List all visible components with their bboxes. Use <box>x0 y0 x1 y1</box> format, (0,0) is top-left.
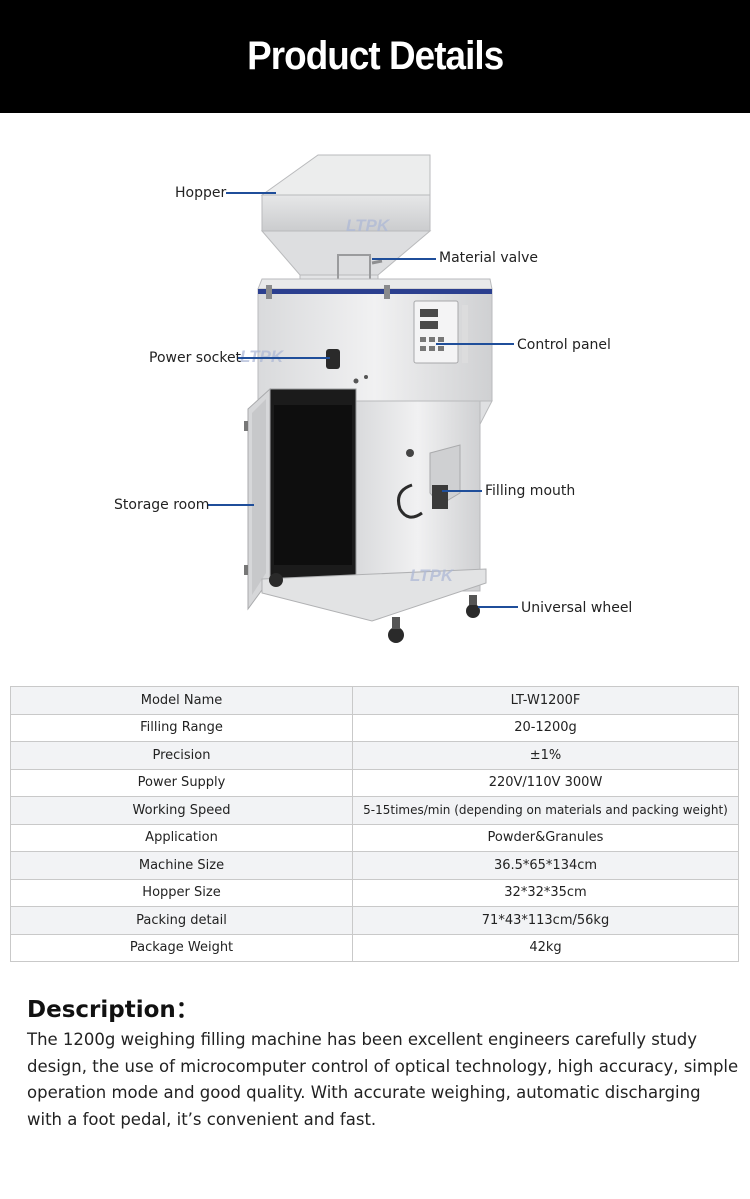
spec-value: LT-W1200F <box>352 686 739 715</box>
spec-key: Power Supply <box>10 768 353 797</box>
table-row: Model Name LT-W1200F <box>10 686 739 715</box>
callout-storage-room: Storage room <box>114 497 210 513</box>
table-row: Precision ±1% <box>10 741 739 770</box>
callout-lines <box>208 192 518 608</box>
spec-key: Packing detail <box>10 906 353 935</box>
universal-wheel <box>466 604 480 618</box>
spec-value: 71*43*113cm/56kg <box>352 906 739 935</box>
spec-value: 32*32*35cm <box>352 878 739 907</box>
spec-value: 5-15times/min (depending on materials an… <box>352 796 739 825</box>
storage-room <box>244 387 357 611</box>
callout-hopper: Hopper <box>175 185 227 201</box>
callout-material-valve: Material valve <box>439 250 538 266</box>
spec-key: Machine Size <box>10 851 353 880</box>
callout-filling-mouth: Filling mouth <box>485 483 576 499</box>
machine-illustration: LTPK LTPK LTPK <box>208 154 518 643</box>
main-body <box>257 278 493 402</box>
description-body: The 1200g weighing filling machine has b… <box>27 1030 739 1129</box>
table-row: Working Speed 5-15times/min (depending o… <box>10 796 739 825</box>
wheel-front <box>388 627 404 643</box>
spec-key: Precision <box>10 741 353 770</box>
table-row: Machine Size 36.5*65*134cm <box>10 851 739 880</box>
spec-key: Model Name <box>10 686 353 715</box>
watermark-logo: LTPK <box>346 216 391 235</box>
table-row: Filling Range 20-1200g <box>10 713 739 742</box>
spec-value: Powder&Granules <box>352 823 739 852</box>
spec-key: Working Speed <box>10 796 353 825</box>
table-row: Package Weight 42kg <box>10 933 739 962</box>
watermark-logo: LTPK <box>410 566 455 585</box>
callout-universal-wheel: Universal wheel <box>521 600 633 616</box>
filling-section <box>354 400 493 592</box>
spec-key: Hopper Size <box>10 878 353 907</box>
spec-table: Model Name LT-W1200F Filling Range 20-12… <box>10 686 739 962</box>
spec-value: 36.5*65*134cm <box>352 851 739 880</box>
table-row: Packing detail 71*43*113cm/56kg <box>10 906 739 935</box>
base <box>261 568 487 643</box>
power-socket <box>326 349 340 369</box>
table-row: Power Supply 220V/110V 300W <box>10 768 739 797</box>
spec-key: Filling Range <box>10 713 353 742</box>
spec-value: 20-1200g <box>352 713 739 742</box>
page-title: Product Details <box>246 34 504 78</box>
filling-mouth <box>432 485 448 509</box>
spec-key: Application <box>10 823 353 852</box>
spec-value: ±1% <box>352 741 739 770</box>
table-row: Application Powder&Granules <box>10 823 739 852</box>
header-banner: Product Details <box>0 0 750 113</box>
watermark-logo: LTPK <box>240 347 285 366</box>
description-title: Description： <box>27 997 199 1023</box>
table-row: Hopper Size 32*32*35cm <box>10 878 739 907</box>
spec-value: 220V/110V 300W <box>352 768 739 797</box>
spec-value: 42kg <box>352 933 739 962</box>
product-figure: LTPK LTPK LTPK Hopper Material valve Pow… <box>0 113 750 673</box>
spec-key: Package Weight <box>10 933 353 962</box>
callout-control-panel: Control panel <box>517 337 611 353</box>
callout-power-socket: Power socket <box>149 350 242 366</box>
